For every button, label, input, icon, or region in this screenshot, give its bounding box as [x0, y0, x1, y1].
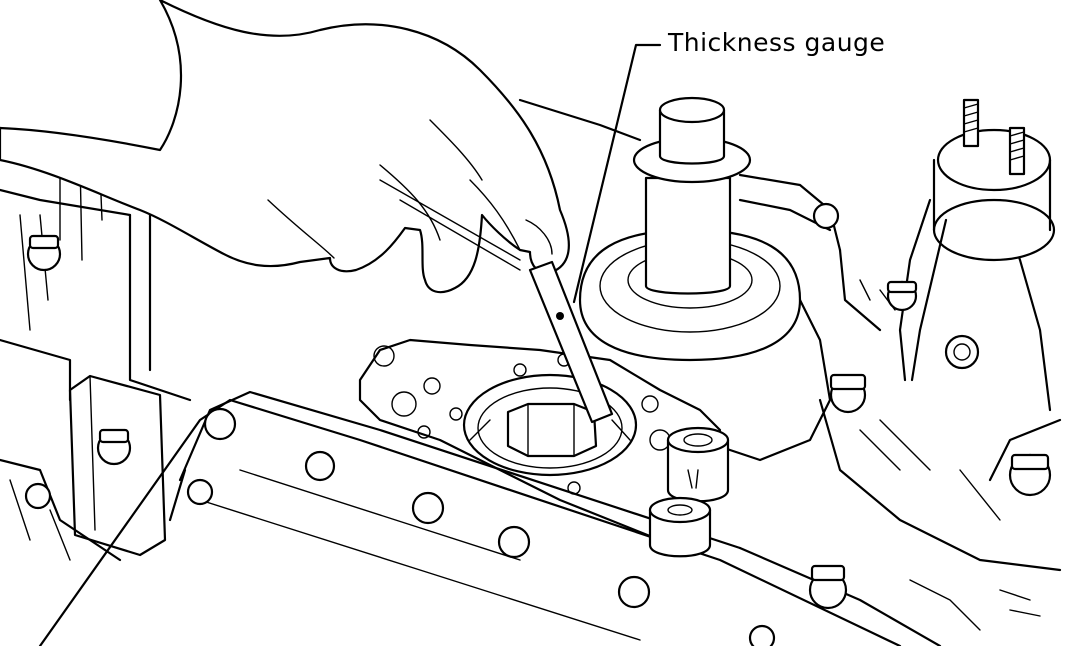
right-housing — [910, 98, 1056, 382]
thickness-gauge-label: Thickness gauge — [668, 28, 886, 57]
callout-leader — [572, 43, 662, 304]
pump-opening — [462, 373, 638, 477]
shaft-housing — [578, 96, 840, 462]
thickness-gauge-blade — [379, 179, 614, 424]
bracket-plate — [68, 374, 167, 557]
flange-bolts — [24, 234, 1052, 646]
bosses — [648, 426, 730, 558]
oil-pan-flange — [38, 390, 942, 646]
hand — [0, 0, 570, 294]
